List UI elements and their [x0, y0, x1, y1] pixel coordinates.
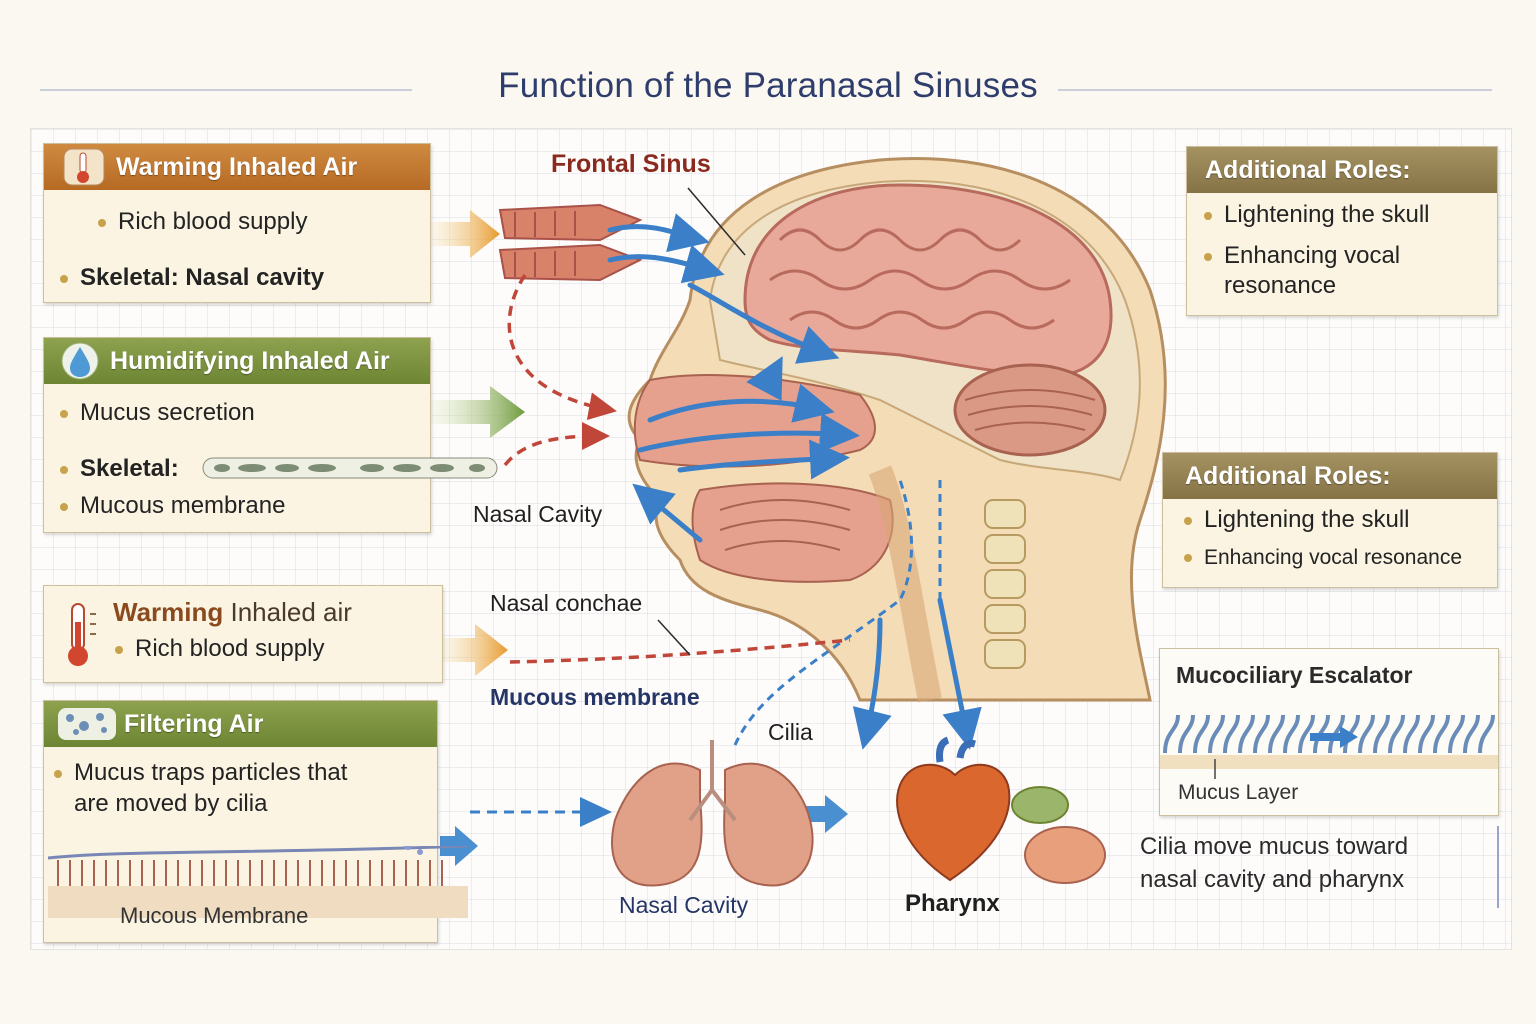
- filtering-box: Filtering Air: [43, 700, 468, 943]
- additional-roles-top-header: Additional Roles:: [1187, 147, 1497, 193]
- warming-box-top-title: Warming Inhaled Air: [116, 152, 358, 181]
- leaf-organ-icon: [1011, 786, 1069, 824]
- mucous-membrane-cilia-illustration: [48, 846, 468, 918]
- bullet: [1204, 211, 1212, 220]
- list-item: Rich blood supply: [115, 635, 324, 663]
- warming-arrow-mid: [440, 624, 508, 676]
- thermometer-icon: [68, 603, 96, 666]
- stomach-icon: [1024, 826, 1106, 884]
- label-leader-lines: [657, 187, 746, 656]
- bullet: [98, 218, 106, 227]
- warming-arrow-top: [430, 210, 500, 258]
- bullet: [60, 409, 68, 418]
- list-item-continuation: are moved by cilia: [74, 790, 268, 817]
- bullet: [115, 645, 123, 654]
- particles-icon: [58, 708, 116, 740]
- cilia-label: Cilia: [768, 719, 813, 745]
- cilia-flow-path: [733, 479, 942, 746]
- bullet: [54, 769, 62, 778]
- title-rule-left: [40, 89, 412, 91]
- additional-roles-mid-header: Additional Roles:: [1163, 453, 1497, 499]
- spine-icon: [984, 499, 1026, 669]
- mucous-membrane-label: Mucous membrane: [490, 684, 700, 710]
- additional-roles-box-top: Additional Roles:: [1186, 146, 1498, 316]
- airflow-arrows: [607, 213, 982, 750]
- pharynx-label: Pharynx: [905, 890, 1000, 917]
- frontal-sinus-label: Frontal Sinus: [551, 150, 711, 178]
- humidifying-arrow: [430, 386, 525, 438]
- list-item: Skeletal:: [60, 455, 179, 483]
- escalator-description-line-2: nasal cavity and pharynx: [1140, 866, 1405, 893]
- warming-box-top: Warming Inhaled Air: [43, 143, 431, 303]
- list-item: Mucous membrane: [60, 492, 285, 520]
- list-item: Lightening the skull: [1184, 506, 1409, 534]
- divider: [1497, 826, 1499, 908]
- filtering-box-title: Filtering Air: [124, 709, 264, 738]
- humidifying-box-header: Humidifying Inhaled Air: [44, 338, 430, 384]
- nasal-cavity-label: Nasal Cavity: [473, 501, 603, 527]
- list-item: Mucus secretion: [60, 399, 255, 427]
- humidifying-box-title: Humidifying Inhaled Air: [110, 346, 390, 375]
- cerebellum-icon: [953, 363, 1107, 457]
- mucous-membrane-strip-icon: [202, 457, 498, 479]
- nasal-conchae-label: Nasal conchae: [490, 590, 643, 616]
- frontal-sinus-illustration: [498, 203, 643, 282]
- list-item: Rich blood supply: [98, 208, 307, 236]
- mucociliary-escalator-box: Mucociliary Escalator Mucus Layer: [1159, 648, 1499, 816]
- bullet: [1184, 554, 1192, 563]
- additional-roles-box-mid: Additional Roles:: [1162, 452, 1498, 588]
- bullet: [60, 465, 68, 474]
- escalator-title: Mucociliary Escalator: [1176, 661, 1413, 688]
- dashed-connector-arrows: [503, 274, 851, 664]
- humidifying-box: Humidifying Inhaled Air: [43, 337, 431, 533]
- list-item: Enhancing vocal: [1204, 242, 1400, 270]
- bullet: [60, 274, 68, 283]
- mucus-layer-caption: Mucus Layer: [1178, 781, 1299, 804]
- cilia-layer-icon: [1160, 714, 1498, 779]
- warming-box-top-header: Warming Inhaled Air: [44, 144, 430, 190]
- list-item-continuation: resonance: [1224, 272, 1337, 299]
- water-drop-icon: [61, 342, 99, 380]
- bullet: [60, 502, 68, 511]
- list-item: Enhancing vocal resonance: [1184, 546, 1462, 570]
- nasal-cavity-lungs-label: Nasal Cavity: [619, 892, 749, 918]
- filtering-box-header: Filtering Air: [44, 701, 437, 747]
- heart-icon: [896, 736, 1011, 882]
- list-item: Skeletal: Nasal cavity: [60, 264, 324, 292]
- bullet: [1204, 252, 1212, 261]
- warming-box-mid-title: Warming Inhaled air: [113, 597, 352, 627]
- title-rule-right: [1058, 89, 1492, 91]
- page-title: Function of the Paranasal Sinuses: [498, 66, 1038, 105]
- thermometer-icon: [63, 148, 105, 186]
- warming-box-mid: [43, 585, 443, 683]
- escalator-description-line-1: Cilia move mucus toward: [1140, 833, 1409, 860]
- list-item: Mucus traps particles that: [54, 759, 347, 787]
- list-item: Lightening the skull: [1204, 201, 1429, 229]
- lungs-icon: [611, 740, 814, 887]
- mucous-membrane-caption: Mucous Membrane: [120, 903, 309, 928]
- bullet: [1184, 516, 1192, 525]
